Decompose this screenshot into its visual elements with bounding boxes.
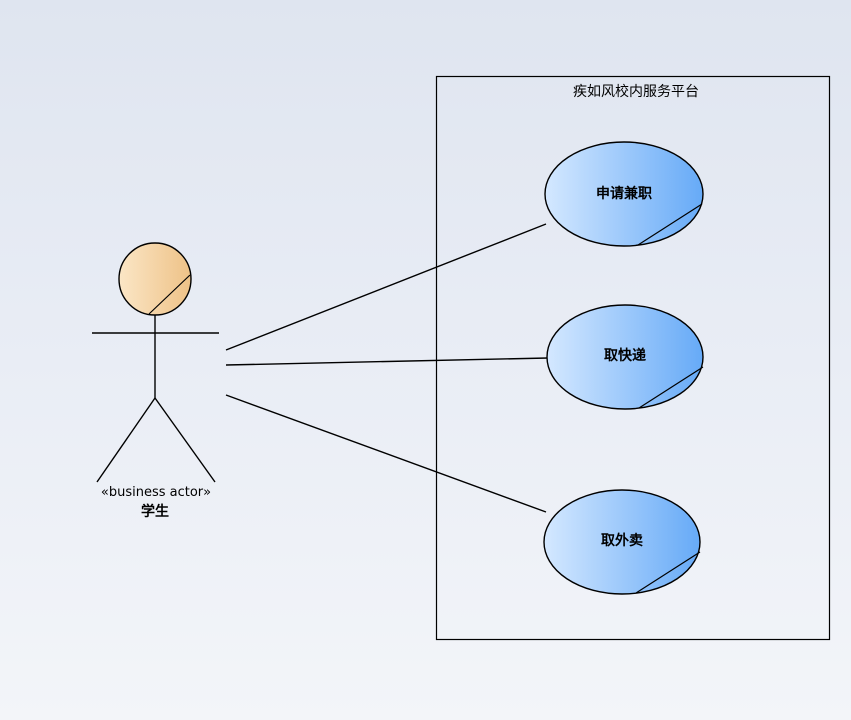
- use-case-pickup-takeout[interactable]: 取外卖: [543, 489, 701, 595]
- business-actor-marker: [148, 274, 191, 315]
- business-use-case-marker: [638, 366, 704, 409]
- actor-stereotype: «business actor»: [101, 485, 211, 500]
- use-case-apply-job[interactable]: 申请兼职: [544, 141, 704, 247]
- actor-head: [118, 242, 192, 316]
- actor-student[interactable]: «business actor» 学生: [92, 242, 219, 520]
- use-case-label: 申请兼职: [596, 185, 652, 202]
- business-use-case-marker: [635, 551, 701, 594]
- association-line-pickup-parcel[interactable]: [225, 357, 549, 366]
- business-use-case-marker: [637, 203, 703, 246]
- use-case-label: 取外卖: [601, 532, 643, 549]
- association-line-apply-job[interactable]: [225, 223, 547, 351]
- use-case-label: 取快递: [604, 347, 646, 364]
- association-line-pickup-takeout[interactable]: [225, 394, 547, 513]
- actor-name: 学生: [141, 503, 169, 520]
- system-boundary-title: 疾如风校内服务平台: [573, 83, 699, 100]
- actor-left-leg: [96, 397, 156, 483]
- actor-right-leg: [154, 397, 216, 483]
- system-boundary[interactable]: 疾如风校内服务平台: [435, 75, 831, 641]
- use-case-pickup-parcel[interactable]: 取快递: [546, 304, 704, 410]
